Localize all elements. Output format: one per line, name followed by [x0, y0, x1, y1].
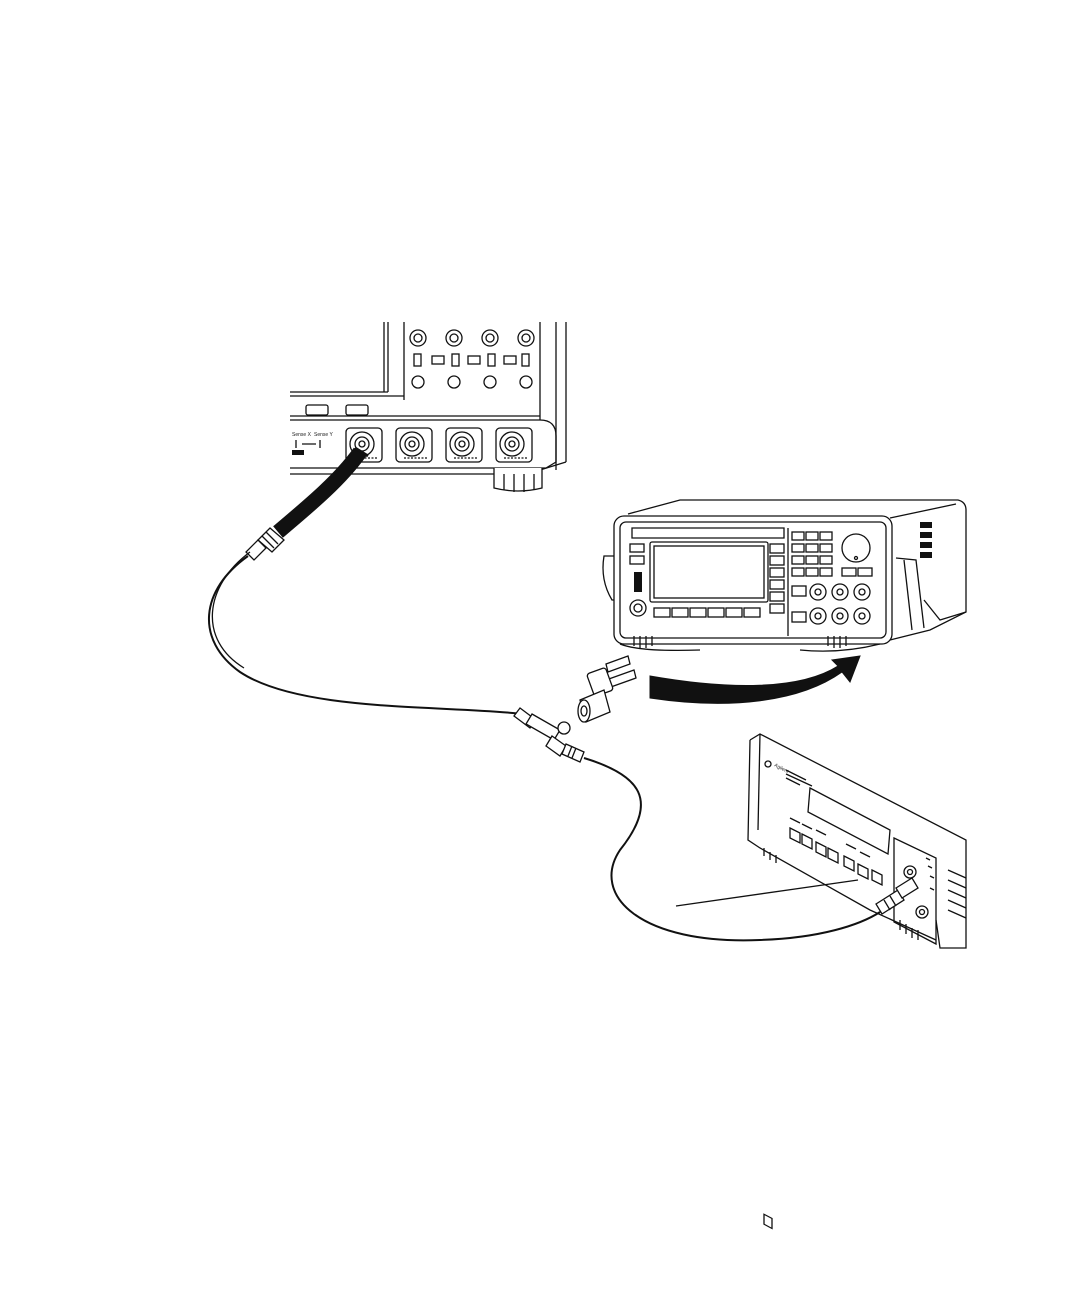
thin-cable-1 [209, 556, 524, 714]
function-generator [603, 500, 966, 651]
scope-buttons [414, 354, 529, 366]
move-arrow [650, 656, 860, 703]
sense-right-label: Sense Y [314, 432, 333, 438]
bnc-adapter [246, 528, 284, 560]
bnc-tee [514, 708, 584, 762]
fg-usb-port [634, 572, 642, 592]
fg-display [650, 542, 768, 602]
channel-3-input [446, 428, 482, 462]
counter-buttons [764, 818, 882, 1228]
thick-cable [278, 448, 368, 532]
callout-leader [676, 880, 858, 906]
oscilloscope: Sense X Sense Y [290, 322, 566, 492]
bnc-terminator [578, 656, 636, 722]
sense-left-label: Sense X [292, 432, 312, 438]
sense-terminal [292, 450, 304, 455]
agilent-logo-icon [765, 761, 771, 767]
frequency-counter: Agilent [748, 734, 966, 1228]
channel-4-input [496, 428, 532, 462]
fg-rotary-knob [842, 534, 870, 562]
scope-softkey-2 [346, 405, 368, 415]
fg-power-button [630, 600, 646, 616]
channel-2-input [396, 428, 432, 462]
scope-softkey-1 [306, 405, 328, 415]
scope-channel-inputs [346, 428, 532, 462]
